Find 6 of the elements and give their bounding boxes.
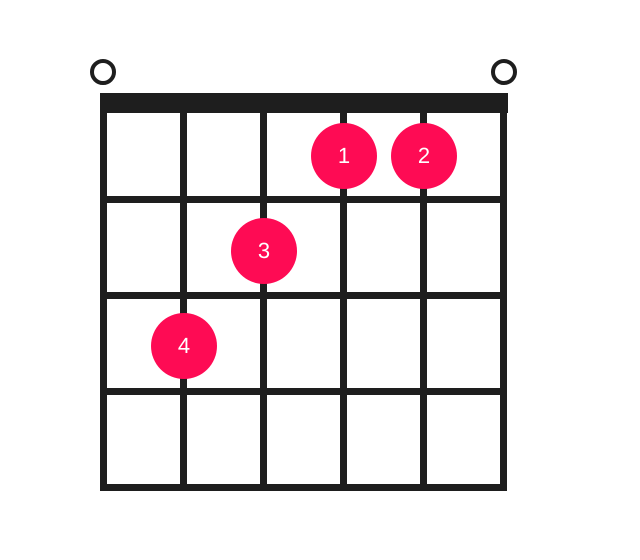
finger-number: 2 [418, 145, 430, 167]
finger-number: 1 [338, 145, 350, 167]
open-string-marker [491, 59, 517, 85]
open-string-marker [90, 59, 116, 85]
finger-number: 3 [258, 240, 270, 262]
finger-number: 4 [178, 335, 190, 357]
